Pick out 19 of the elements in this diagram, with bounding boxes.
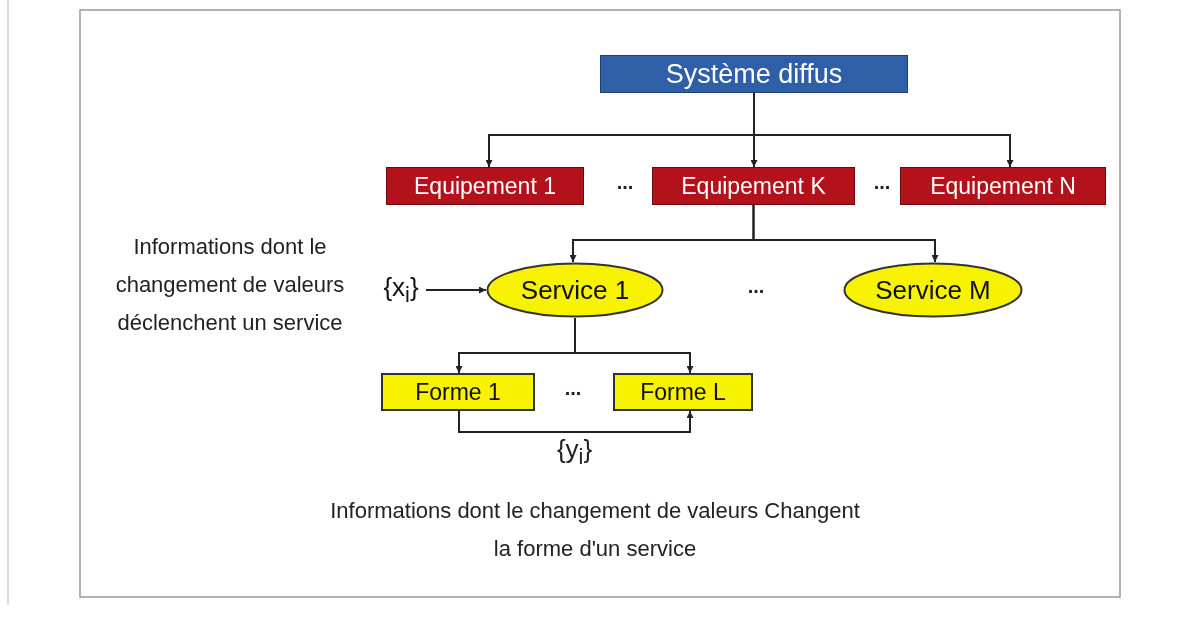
form-box: Forme L bbox=[613, 373, 753, 411]
service-ellipse: Service 1 bbox=[486, 262, 664, 318]
connector-arrow bbox=[425, 286, 487, 294]
connector-arrow bbox=[753, 92, 1014, 168]
equipment-box: Equipement N bbox=[900, 167, 1106, 205]
ellipsis-mark: ... bbox=[563, 378, 583, 398]
form-box: Forme 1 bbox=[381, 373, 535, 411]
service-ellipse: Service M bbox=[843, 262, 1023, 318]
annotation-text: Informations dont le changement de valeurs déclenchent un service bbox=[114, 233, 346, 337]
annotation-text: Informations dont le changement de valeurs Changent la forme d'un service bbox=[330, 497, 860, 563]
title-box: Système diffus bbox=[600, 55, 908, 93]
connector-arrow bbox=[458, 410, 694, 433]
connector-arrow bbox=[752, 204, 939, 263]
input-set-label: {x$_{i}$} bbox=[376, 270, 426, 310]
ellipsis-mark: ... bbox=[872, 172, 892, 192]
ellipsis-mark: ... bbox=[746, 276, 766, 296]
ellipsis-mark: ... bbox=[615, 172, 635, 192]
equipment-box: Equipement 1 bbox=[386, 167, 584, 205]
equipment-box: Equipement K bbox=[652, 167, 855, 205]
